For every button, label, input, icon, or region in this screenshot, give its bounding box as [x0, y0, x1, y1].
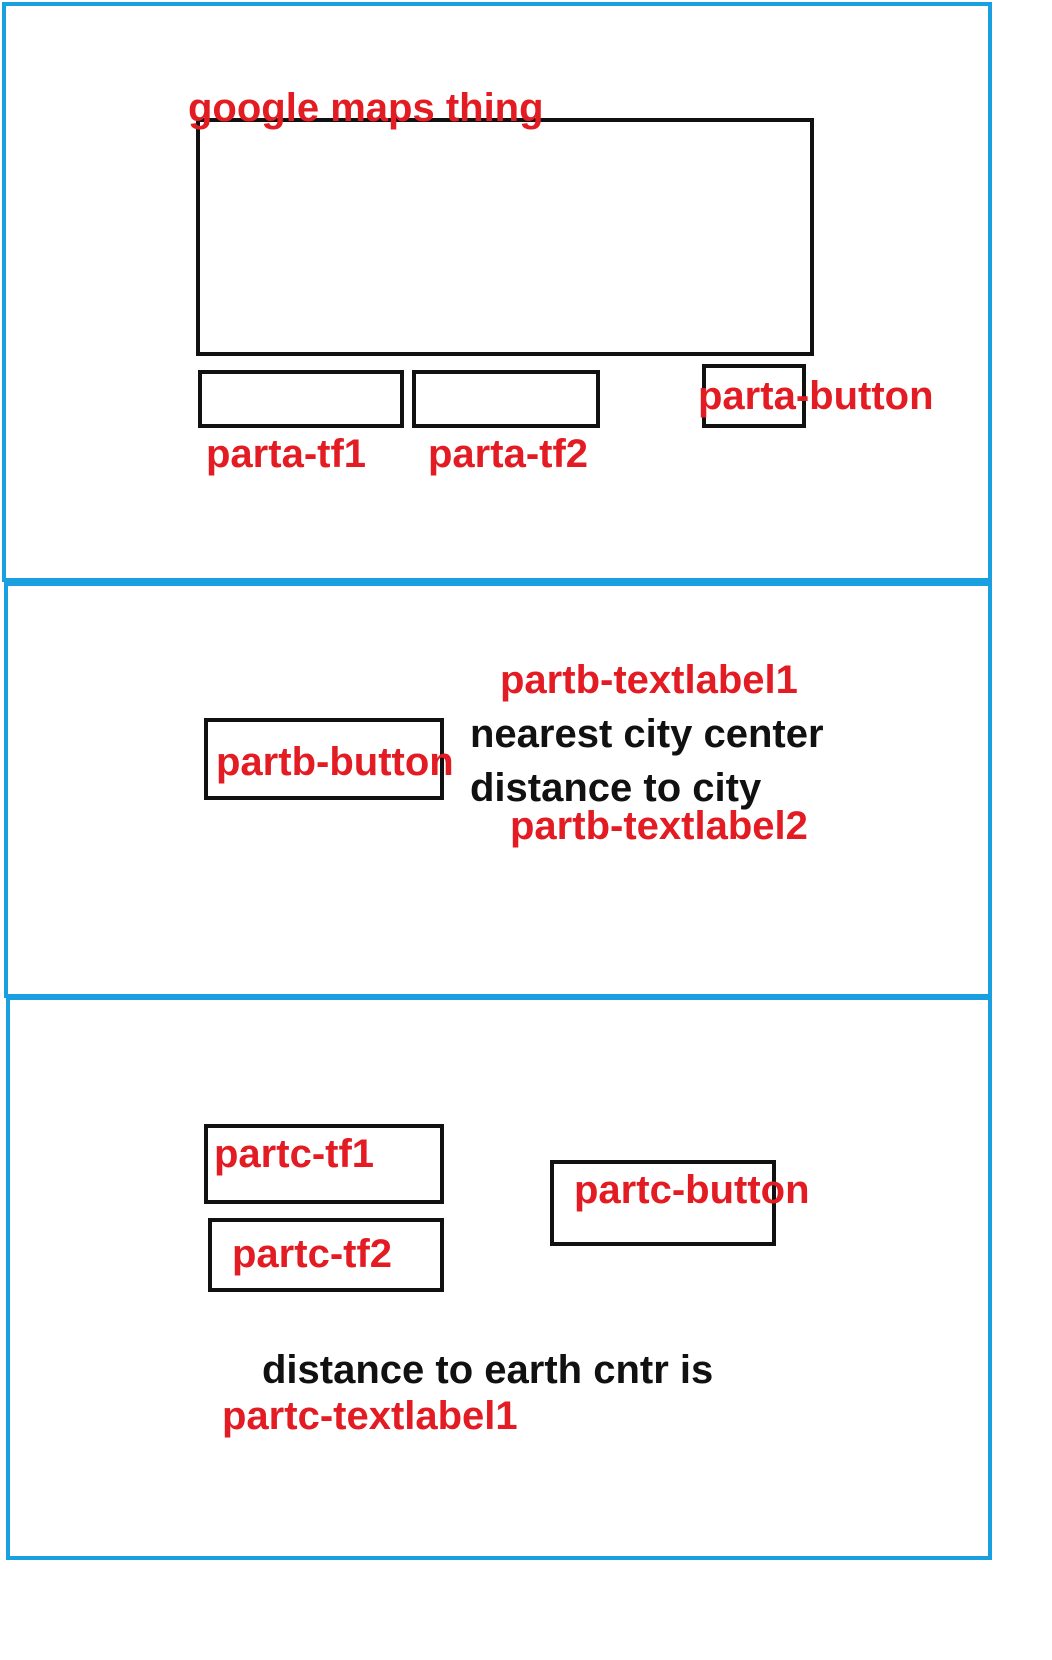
part-a-text-field-1-annotation: parta-tf1 [206, 432, 367, 476]
part-a-text-field-2[interactable] [412, 370, 600, 428]
part-b-textlabel-2-annotation: partb-textlabel2 [510, 804, 808, 848]
map-view[interactable] [196, 118, 814, 356]
part-c-textlabel-1-annotation: partc-textlabel1 [222, 1394, 518, 1438]
map-annotation: google maps thing [188, 86, 544, 130]
part-a-panel: google maps thing parta-tf1 parta-tf2 pa… [2, 2, 992, 582]
part-b-button-annotation: partb-button [216, 740, 454, 784]
part-c-button-annotation: partc-button [574, 1168, 810, 1212]
part-a-text-field-2-annotation: parta-tf2 [428, 432, 589, 476]
part-c-button[interactable] [550, 1160, 776, 1246]
part-c-textlabel-1: distance to earth cntr is [262, 1348, 714, 1392]
part-c-panel: partc-tf1 partc-tf2 partc-button distanc… [6, 996, 992, 1560]
part-c-text-field-1[interactable] [204, 1124, 444, 1204]
part-b-textlabel-2: distance to city [470, 766, 762, 810]
part-c-text-field-2[interactable] [208, 1218, 444, 1292]
part-b-textlabel-1-annotation: partb-textlabel1 [500, 658, 798, 702]
part-b-button[interactable] [204, 718, 444, 800]
part-a-button-annotation: parta-button [698, 374, 934, 418]
part-c-text-field-2-annotation: partc-tf2 [232, 1232, 393, 1276]
part-b-panel: partb-button partb-textlabel1 nearest ci… [4, 582, 992, 998]
part-c-text-field-1-annotation: partc-tf1 [214, 1132, 375, 1176]
part-a-button[interactable] [702, 364, 806, 428]
part-b-textlabel-1: nearest city center [470, 712, 824, 756]
part-a-text-field-1[interactable] [198, 370, 404, 428]
